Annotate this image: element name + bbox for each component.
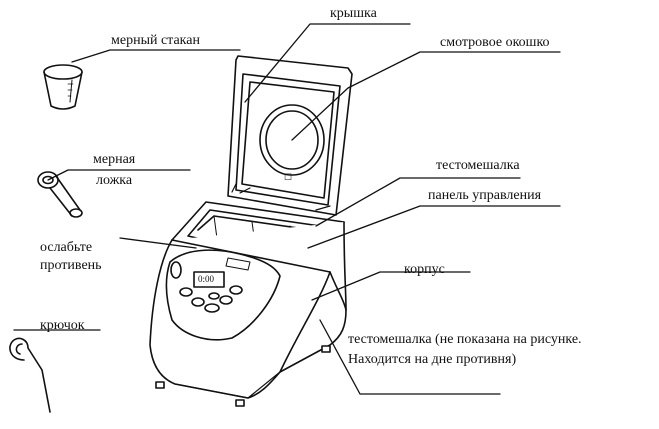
label-loosen-pan-line2: противень xyxy=(40,258,102,273)
measuring-spoon-icon xyxy=(37,171,83,218)
label-control-panel: панель управления xyxy=(428,188,542,203)
bread-maker-body xyxy=(149,55,353,407)
measuring-cup-icon xyxy=(43,64,83,110)
label-measuring-spoon-line2: ложка xyxy=(96,173,133,188)
lid-badge-icon: ☐ xyxy=(284,172,293,182)
label-measuring-cup: мерный стакан xyxy=(111,33,200,48)
label-measuring-spoon-line1: мерная xyxy=(93,152,136,167)
display-readout: 0:00 xyxy=(198,274,215,284)
label-viewing-window: смотровое окошко xyxy=(440,35,550,50)
label-lid: крышка xyxy=(330,6,377,21)
label-loosen-pan-line1: ослабьте xyxy=(40,240,93,255)
hook-icon xyxy=(9,337,51,413)
label-kneader-note-line1: тестомешалка (не показана на рисунке. xyxy=(348,332,582,347)
label-kneader: тестомешалка xyxy=(436,158,520,173)
label-hook: крючок xyxy=(40,318,85,333)
label-kneader-note-line2: Находится на дне противня) xyxy=(348,352,517,367)
leader-lines xyxy=(13,23,561,395)
label-body: корпус xyxy=(404,262,445,277)
